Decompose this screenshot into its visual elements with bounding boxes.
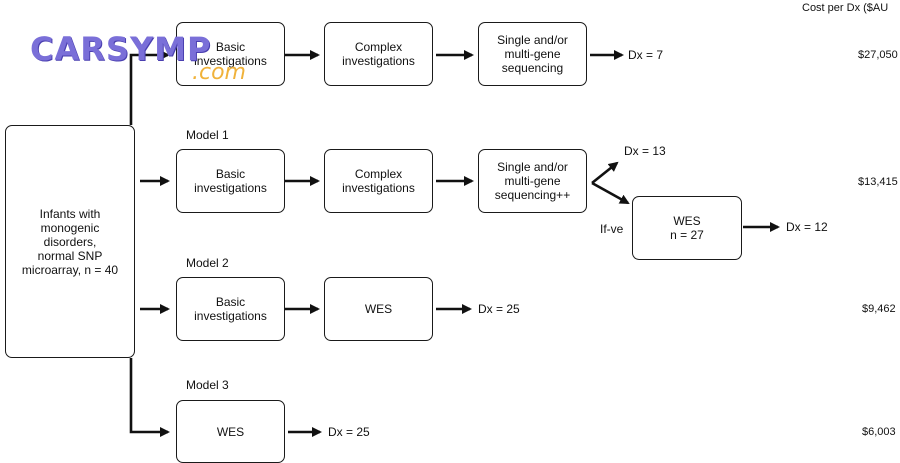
trunk-top [129, 50, 170, 125]
m2-wes-box: WES [324, 277, 433, 341]
m1-result-positive: Dx = 13 [624, 144, 666, 158]
std-gene-sequencing-box: Single and/or multi-gene sequencing [478, 22, 587, 86]
m3-cost-label: $6,003 [862, 426, 896, 438]
m2-basic-investigations-box: Basic investigations [176, 277, 285, 341]
watermark-suffix: .com [192, 60, 246, 85]
trunk-bottom [129, 358, 170, 437]
std-basic-investigations-box: Basic investigations [176, 22, 285, 86]
arrow-m1-up [591, 161, 619, 185]
watermark-logo: CARSYMP [30, 30, 212, 68]
m3-result-label: Dx = 25 [328, 425, 370, 439]
model1-label: Model 1 [186, 128, 229, 142]
m2-result-label: Dx = 25 [478, 302, 520, 316]
std-result-label: Dx = 7 [628, 48, 664, 62]
arrow-m1-down [591, 181, 630, 205]
m3-wes-box: WES [176, 400, 285, 463]
cost-column-title: Cost per Dx ($AU [802, 2, 889, 14]
patients-box: Infants with monogenic disorders, normal… [5, 125, 135, 358]
model2-label: Model 2 [186, 256, 229, 270]
m1-wes-box: WES n = 27 [632, 196, 742, 260]
m1-complex-investigations-box: Complex investigations [324, 149, 433, 213]
model3-label: Model 3 [186, 378, 229, 392]
m1-branch-label: If-ve [600, 222, 624, 236]
std-cost-label: $27,050 [858, 49, 898, 61]
m1-gene-sequencing-box: Single and/or multi-gene sequencing++ [478, 149, 587, 213]
std-complex-investigations-box: Complex investigations [324, 22, 433, 86]
m1-cost-label: $13,415 [858, 176, 898, 188]
m1-basic-investigations-box: Basic investigations [176, 149, 285, 213]
m1-result-wes: Dx = 12 [786, 220, 828, 234]
m2-cost-label: $9,462 [862, 303, 896, 315]
